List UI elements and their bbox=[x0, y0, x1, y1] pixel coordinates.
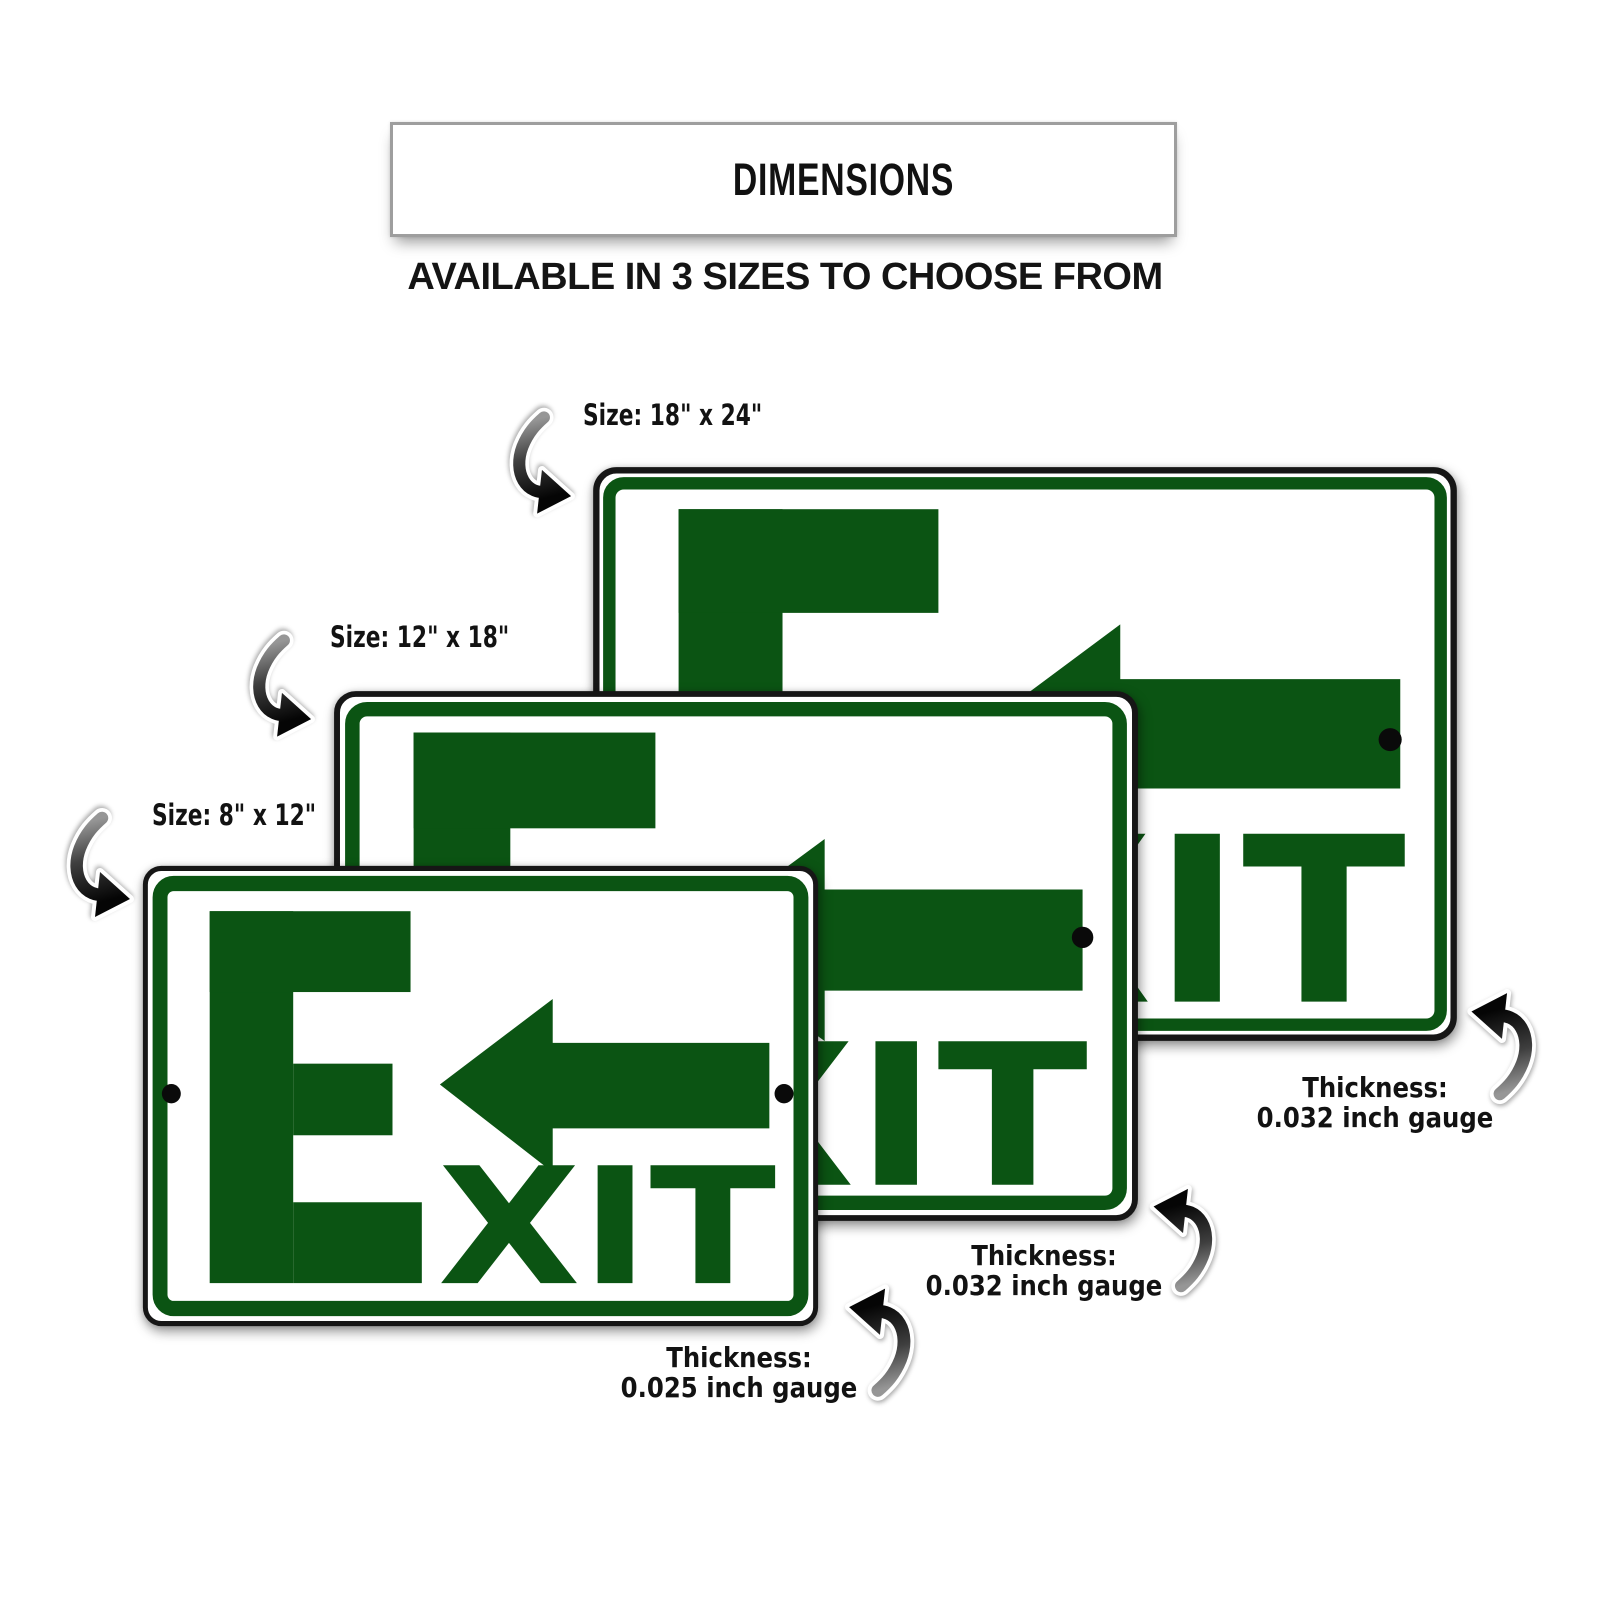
mounting-hole-right bbox=[1378, 728, 1402, 752]
thickness-line2: 0.032 inch gauge bbox=[1256, 1101, 1494, 1134]
curved-arrow-icon bbox=[249, 630, 315, 741]
curved-arrow-icon bbox=[844, 1284, 915, 1401]
thickness-label-12x18: Thickness: 0.032 inch gauge bbox=[896, 1241, 1192, 1301]
mounting-hole-right bbox=[774, 1083, 794, 1104]
page-title: DIMENSIONS bbox=[732, 153, 955, 205]
size-label-12x18: Size: 12" x 18" bbox=[330, 620, 510, 654]
letter-E-shape bbox=[209, 911, 422, 1284]
thickness-line1: Thickness: bbox=[666, 1341, 812, 1374]
thickness-line2: 0.032 inch gauge bbox=[925, 1269, 1163, 1302]
size-label-8x12: Size: 8" x 12" bbox=[152, 798, 317, 832]
thickness-line1: Thickness: bbox=[1302, 1071, 1448, 1104]
subtitle: AVAILABLE IN 3 SIZES TO CHOOSE FROM bbox=[407, 256, 1163, 298]
header-box: DIMENSIONS bbox=[390, 122, 1177, 237]
sign-word-rest: XIT bbox=[438, 1133, 777, 1321]
curved-arrow-icon bbox=[66, 808, 134, 921]
left-arrow-icon bbox=[439, 998, 770, 1173]
thickness-line2: 0.025 inch gauge bbox=[620, 1371, 858, 1404]
mounting-hole-left bbox=[161, 1083, 181, 1104]
curved-arrow-icon bbox=[1467, 989, 1536, 1105]
curved-arrow-icon bbox=[509, 407, 575, 518]
thickness-label-18x24: Thickness: 0.032 inch gauge bbox=[1227, 1073, 1523, 1133]
thickness-label-8x12: Thickness: 0.025 inch gauge bbox=[591, 1343, 887, 1403]
size-label-18x24: Size: 18" x 24" bbox=[583, 398, 763, 432]
exit-sign-8x12: XIT bbox=[142, 865, 819, 1327]
mounting-hole-right bbox=[1071, 926, 1094, 949]
thickness-line1: Thickness: bbox=[971, 1239, 1117, 1272]
sign-green-frame bbox=[152, 875, 809, 1317]
curved-arrow-icon bbox=[1149, 1184, 1216, 1296]
